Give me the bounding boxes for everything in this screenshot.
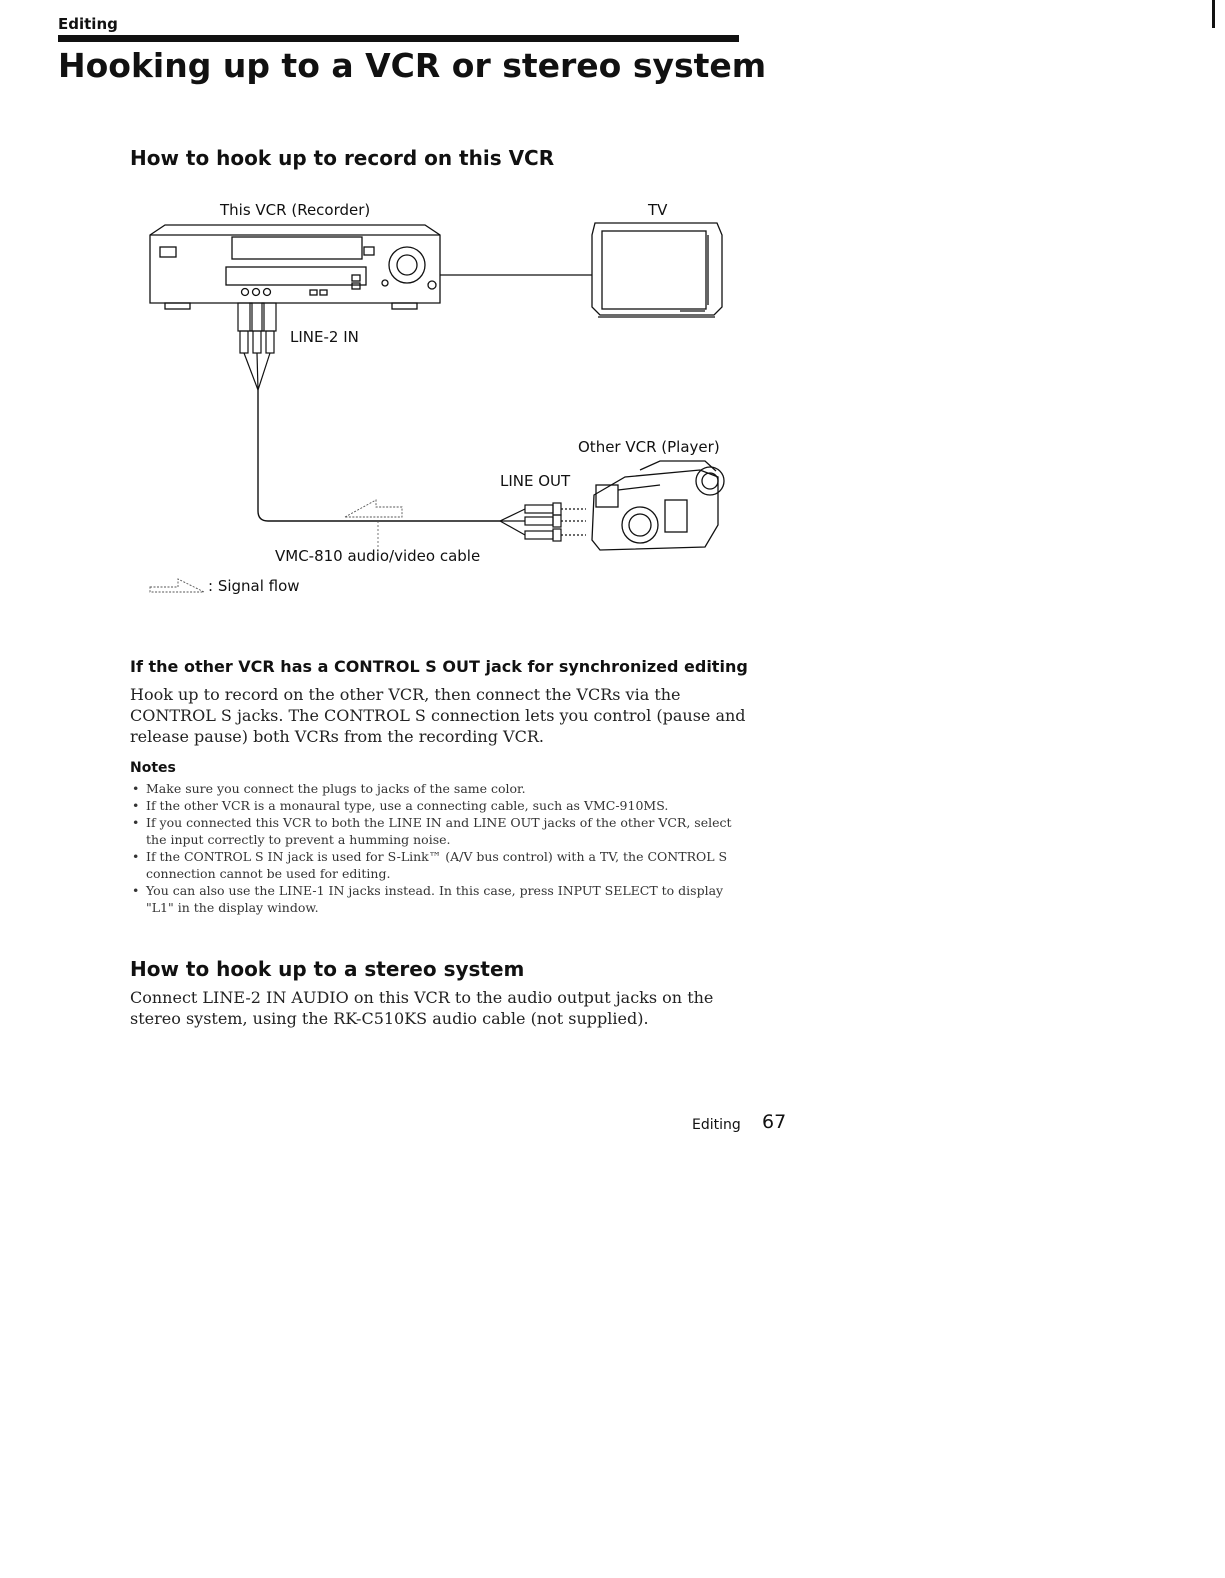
paragraph-line: Hook up to record on the other VCR, then…: [130, 685, 681, 704]
paragraph-line: release pause) both VCRs from the record…: [130, 727, 544, 746]
av-cable: [257, 390, 500, 522]
stereo-paragraph: Connect LINE-2 IN AUDIO on this VCR to t…: [130, 987, 750, 1029]
recorder-label: This VCR (Recorder): [219, 201, 370, 219]
signal-flow-legend: : Signal flow: [208, 577, 300, 595]
recorder-vcr-icon: [149, 224, 441, 310]
control-s-paragraph: Hook up to record on the other VCR, then…: [130, 684, 750, 747]
note-item: Make sure you connect the plugs to jacks…: [130, 780, 745, 797]
footer-section: Editing: [692, 1117, 741, 1133]
notes-list: Make sure you connect the plugs to jacks…: [130, 780, 745, 916]
player-camcorder-icon: [591, 460, 725, 551]
section-tag: Editing: [58, 15, 118, 33]
signal-flow-arrow-icon: [344, 499, 403, 518]
cable-label: VMC-810 audio/video cable: [275, 547, 480, 565]
legend-arrow-icon: [149, 578, 205, 593]
note-item: If you connected this VCR to both the LI…: [130, 814, 745, 848]
notes-heading: Notes: [130, 760, 176, 776]
tv-icon: [591, 222, 723, 318]
section-heading-record: How to hook up to record on this VCR: [130, 146, 555, 170]
lineout-label: LINE OUT: [500, 472, 571, 490]
page-number: 67: [762, 1111, 787, 1133]
paragraph-line: CONTROL S jacks. The CONTROL S connectio…: [130, 706, 746, 725]
tv-label: TV: [647, 201, 668, 219]
player-label: Other VCR (Player): [578, 438, 720, 456]
header-rule: [58, 35, 739, 42]
control-s-heading: If the other VCR has a CONTROL S OUT jac…: [130, 657, 748, 676]
note-item: You can also use the LINE-1 IN jacks ins…: [130, 882, 745, 916]
page-title: Hooking up to a VCR or stereo system: [58, 46, 767, 85]
note-item: If the CONTROL S IN jack is used for S-L…: [130, 848, 745, 882]
connection-diagram: This VCR (Recorder) TV LINE-2 IN Other V…: [149, 201, 725, 595]
paragraph-line: stereo system, using the RK-C510KS audio…: [130, 1009, 649, 1028]
note-item: If the other VCR is a monaural type, use…: [130, 797, 745, 814]
lineout-plugs: [499, 502, 586, 542]
section-heading-stereo: How to hook up to a stereo system: [130, 957, 525, 981]
paragraph-line: Connect LINE-2 IN AUDIO on this VCR to t…: [130, 988, 714, 1007]
page-edge-mark: [1212, 0, 1215, 28]
line2-in-label: LINE-2 IN: [290, 328, 359, 346]
line2-in-plugs: [237, 302, 277, 391]
